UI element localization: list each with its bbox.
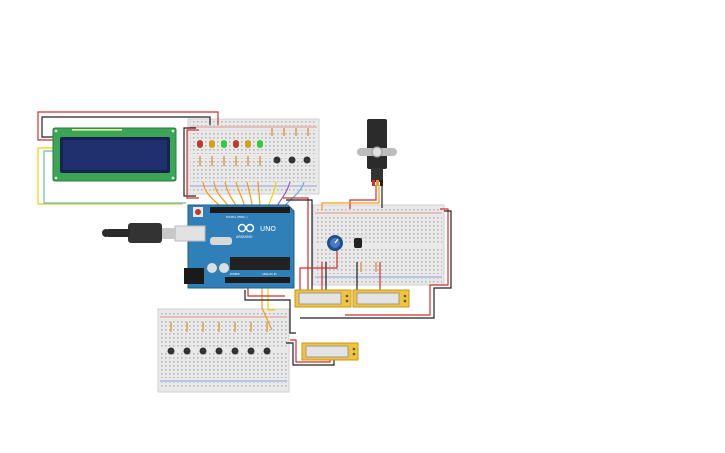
usb-cable[interactable] (102, 223, 206, 243)
resistor (170, 322, 172, 332)
bottom-pushbuttons[interactable] (167, 347, 271, 355)
led-3[interactable] (221, 140, 227, 166)
top-pushbuttons[interactable] (273, 156, 311, 164)
wire-bottom-yellow (267, 282, 275, 311)
wire-lcd-signal-teal (43, 150, 186, 204)
led-1[interactable] (197, 140, 203, 166)
led-5[interactable] (245, 140, 251, 166)
pushbutton[interactable] (167, 347, 175, 355)
pushbutton-2 (288, 156, 296, 164)
reset-button-icon (195, 209, 201, 215)
temperature-sensor (354, 238, 362, 248)
wire-right-edge-ground (300, 210, 452, 319)
arduino-power-label: POWER (230, 272, 240, 276)
pushbutton[interactable] (247, 347, 255, 355)
wire-top-ground-loop (183, 127, 196, 197)
resistor (266, 322, 268, 332)
slide-potentiometer-c[interactable] (301, 342, 359, 361)
wire-bottom-black (244, 290, 296, 334)
slide-potentiometer-a[interactable] (294, 289, 352, 308)
slide-potentiometer-b[interactable] (352, 289, 410, 308)
resistor (186, 322, 188, 332)
infinity-logo-icon (237, 223, 255, 233)
led-6[interactable] (257, 140, 263, 166)
arduino-analog-label: ANALOG IN (262, 272, 276, 276)
bottom-resistors (170, 322, 268, 332)
wire-lcd-ground (41, 116, 211, 138)
resistor (218, 322, 220, 332)
led-row (197, 140, 263, 166)
right-resistors (360, 262, 377, 272)
resistor (250, 322, 252, 332)
wire-slider-c-gnd (286, 342, 335, 366)
pushbutton-3 (303, 156, 311, 164)
wires (37, 111, 452, 366)
servo-motor[interactable] (357, 119, 397, 186)
pushbutton[interactable] (263, 347, 271, 355)
wire-servo-signal (321, 185, 380, 210)
wire-pot (299, 250, 338, 290)
pushbutton[interactable] (231, 347, 239, 355)
wire-lcd-signal-yellow (37, 147, 183, 205)
wire-lcd-power (37, 111, 219, 141)
potentiometer[interactable] (327, 235, 343, 251)
wire-top-power-loop (186, 129, 199, 199)
lcd-display[interactable] (52, 127, 177, 182)
arduino-uno-label: UNO (260, 225, 276, 233)
led-2[interactable] (209, 140, 215, 166)
breadboard-top[interactable] (187, 118, 320, 195)
wire-slider-c (290, 339, 331, 363)
arduino-board[interactable]: UNO ARDUINO DIGITAL (PWM~) POWER ANALOG … (184, 204, 295, 289)
resistor (234, 322, 236, 332)
wire-servo-power (349, 185, 377, 209)
arduino-digital-label: DIGITAL (PWM~) (226, 215, 248, 219)
pushbutton[interactable] (183, 347, 191, 355)
led-4[interactable] (233, 140, 239, 166)
wire-bottom-orange (261, 282, 273, 331)
pushbutton[interactable] (215, 347, 223, 355)
top-resistors (271, 128, 309, 136)
wire-right-edge-power (345, 208, 449, 316)
arduino-brand-label: ARDUINO (236, 235, 253, 239)
pushbutton-1 (273, 156, 281, 164)
resistor (202, 322, 204, 332)
pushbutton[interactable] (199, 347, 207, 355)
